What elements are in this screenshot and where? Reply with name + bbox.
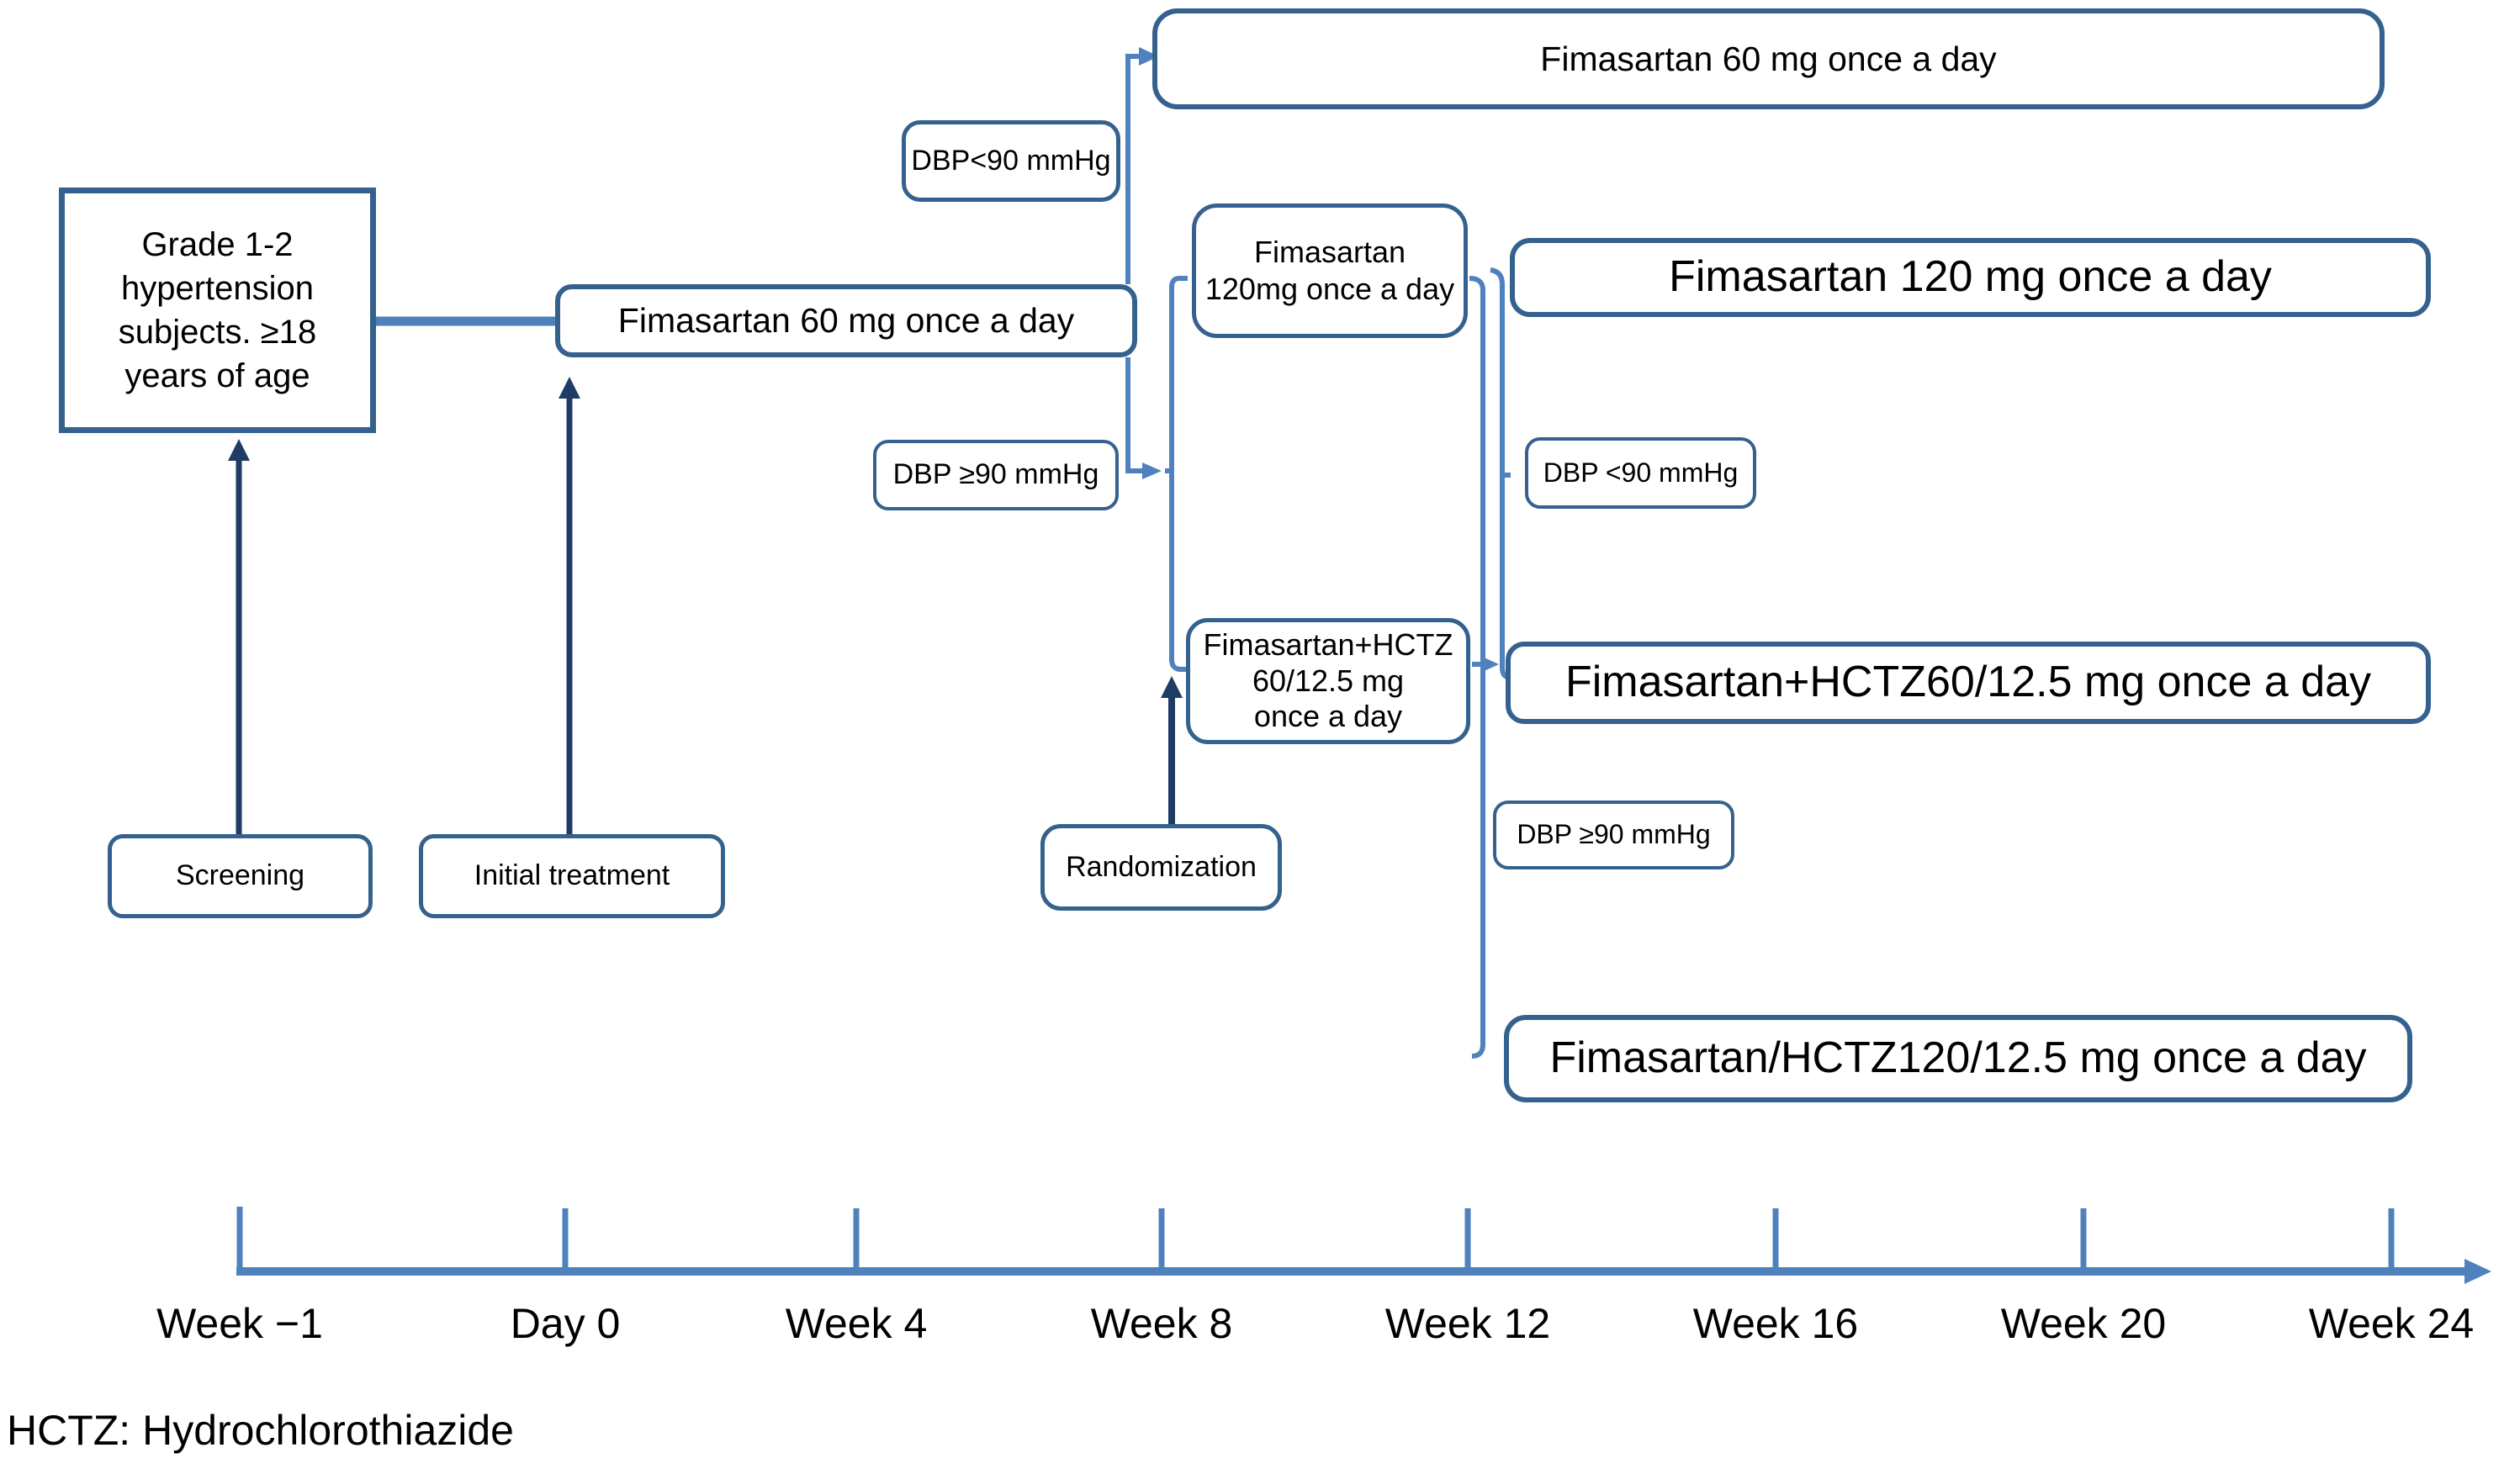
- timeline-label-day0: Day 0: [510, 1300, 621, 1347]
- label-dbp-lt90-initial: DBP<90 mmHg: [902, 120, 1120, 202]
- timeline-label-week16: Week 16: [1692, 1300, 1859, 1347]
- box-fimasartan-hctz120: Fimasartan/HCTZ120/12.5 mg once a day: [1504, 1015, 2412, 1102]
- arrowhead-into-hctz60-box: [1480, 656, 1499, 673]
- randomization-arrowhead: [1161, 676, 1183, 698]
- timeline-label-week4: Week 4: [785, 1300, 928, 1347]
- screening-arrowhead: [228, 439, 250, 461]
- left-bracket: [1169, 276, 1188, 672]
- label-dbp-lt90-week12: DBP <90 mmHg: [1525, 437, 1756, 509]
- timeline-label-week20: Week 20: [2000, 1300, 2167, 1347]
- box-randomization: Randomization: [1040, 824, 1282, 911]
- connector-dbp-ge90-down: [1125, 357, 1144, 473]
- timeline-label-week24: Week 24: [2308, 1300, 2475, 1347]
- box-fimasartan-hctz60-continued: Fimasartan+HCTZ60/12.5 mg once a day: [1506, 642, 2431, 724]
- box-fimasartan-hctz60-arm: Fimasartan+HCTZ 60/12.5 mg once a day: [1186, 618, 1470, 744]
- connector-dbp-lt90-up: [1125, 54, 1141, 284]
- initial-treatment-arrowhead: [559, 377, 580, 399]
- label-dbp-ge90-initial: DBP ≥90 mmHg: [873, 440, 1119, 510]
- timeline-label-week8: Week 8: [1090, 1300, 1233, 1347]
- label-dbp-ge90-week12: DBP ≥90 mmHg: [1493, 801, 1734, 869]
- box-screening: Screening: [108, 834, 373, 918]
- box-fimasartan120-continued: Fimasartan 120 mg once a day: [1510, 238, 2431, 317]
- arrowhead-into-top-box: [1139, 47, 1159, 66]
- box-initial-treatment: Initial treatment: [419, 834, 725, 918]
- timeline-label-week-minus1: Week −1: [156, 1300, 323, 1347]
- footnote-hctz-definition: HCTZ: Hydrochlorothiazide: [7, 1407, 514, 1454]
- box-fimasartan60-continued: Fimasartan 60 mg once a day: [1152, 8, 2385, 109]
- box-eligibility: Grade 1-2 hypertension subjects. ≥18 yea…: [59, 188, 376, 433]
- timeline-arrowhead: [2464, 1259, 2491, 1284]
- box-fimasartan120-arm: Fimasartan 120mg once a day: [1192, 203, 1468, 338]
- box-fimasartan60-initial: Fimasartan 60 mg once a day: [555, 284, 1137, 357]
- arrowhead-into-left-bracket: [1142, 462, 1162, 479]
- timeline-ticks: [236, 1207, 2395, 1271]
- timeline-label-week12: Week 12: [1384, 1300, 1551, 1347]
